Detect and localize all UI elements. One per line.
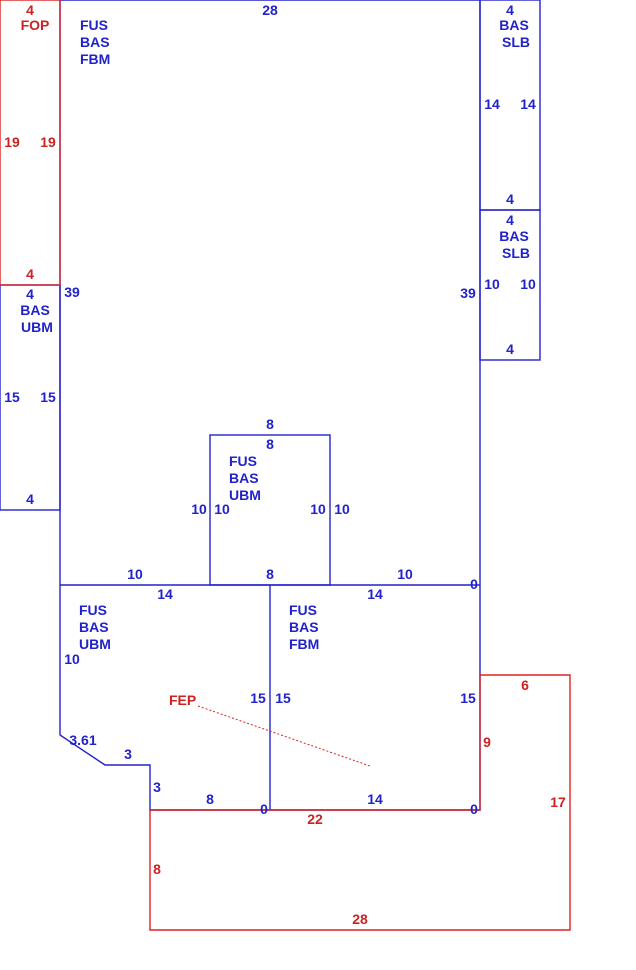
ll-3b-dim: 3 xyxy=(153,779,161,795)
slb-top-left-dim: 14 xyxy=(484,96,500,112)
low-right-14-dim: 14 xyxy=(367,586,383,602)
fep-17-dim: 17 xyxy=(550,794,566,810)
slb-mid-top-dim: 4 xyxy=(506,212,514,228)
slb-mid-left-dim: 10 xyxy=(484,276,500,292)
slb-top-right-dim: 14 xyxy=(520,96,536,112)
area-label-lower-right: FUS BAS FBM xyxy=(289,602,322,652)
center-ubm-outline xyxy=(209,434,331,586)
area-label-slb-mid: BAS SLB xyxy=(499,228,532,261)
ll-3a-dim: 3 xyxy=(124,746,132,762)
mid-left-10-dim: 10 xyxy=(127,566,143,582)
dim-left-39: 39 xyxy=(64,284,80,300)
fep-8-dim: 8 xyxy=(153,861,161,877)
fop-right-dim: 19 xyxy=(40,134,56,150)
area-label-fop: FOP xyxy=(21,17,50,33)
mid-zero-dim: 0 xyxy=(470,576,478,592)
area-label-ubm-left: BAS UBM xyxy=(20,302,53,335)
fep-9-dim: 9 xyxy=(483,734,491,750)
slb-top-dim: 4 xyxy=(506,2,514,18)
slb-mid-bottom-dim: 4 xyxy=(506,341,514,357)
lr-15a-dim: 15 xyxy=(275,690,291,706)
mid-right-10-dim: 10 xyxy=(397,566,413,582)
fop-bottom-dim: 4 xyxy=(26,266,34,282)
ll-15-dim: 15 xyxy=(250,690,266,706)
area-label-lower-left: FUS BAS UBM xyxy=(79,602,112,652)
dim-right-39: 39 xyxy=(460,285,476,301)
ubm-right-dim: 15 xyxy=(40,389,56,405)
fep-28-dim: 28 xyxy=(352,911,368,927)
area-label-fep: FEP xyxy=(169,692,196,708)
slb-mid-outline xyxy=(479,209,541,361)
fop-left-dim: 19 xyxy=(4,134,20,150)
center-left-outer-dim: 10 xyxy=(191,501,207,517)
ubm-bottom-dim: 4 xyxy=(26,491,34,507)
fop-top-dim: 4 xyxy=(26,2,34,18)
center-bottom-dim: 8 xyxy=(266,566,274,582)
lr-0-dim: 0 xyxy=(470,801,478,817)
slb-mid-right-dim: 10 xyxy=(520,276,536,292)
area-label-main: FUS BAS FBM xyxy=(80,17,113,67)
ll-8-dim: 8 xyxy=(206,791,214,807)
ubm-top-dim: 4 xyxy=(26,286,34,302)
ll-diag-dim: 3.61 xyxy=(69,732,96,748)
dim-top-28: 28 xyxy=(262,2,278,18)
center-right-inner-dim: 10 xyxy=(310,501,326,517)
fop-outline xyxy=(0,0,61,286)
ll-10-dim: 10 xyxy=(64,651,80,667)
ll-0-dim: 0 xyxy=(260,801,268,817)
fep-22-dim: 22 xyxy=(307,811,323,827)
area-label-center-ubm: FUS BAS UBM xyxy=(229,453,262,503)
fep-leader-line xyxy=(197,705,371,767)
fep-outline xyxy=(149,674,571,931)
center-top-inner-dim: 8 xyxy=(266,436,274,452)
center-right-outer-dim: 10 xyxy=(334,501,350,517)
lr-15b-dim: 15 xyxy=(460,690,476,706)
area-label-slb-top: BAS SLB xyxy=(499,17,532,50)
center-top-outer-dim: 8 xyxy=(266,416,274,432)
lr-14-bottom-dim: 14 xyxy=(367,791,383,807)
fep-6-dim: 6 xyxy=(521,677,529,693)
slb-top-bottom-dim: 4 xyxy=(506,191,514,207)
ubm-left-dim: 15 xyxy=(4,389,20,405)
low-left-14-dim: 14 xyxy=(157,586,173,602)
center-left-inner-dim: 10 xyxy=(214,501,230,517)
